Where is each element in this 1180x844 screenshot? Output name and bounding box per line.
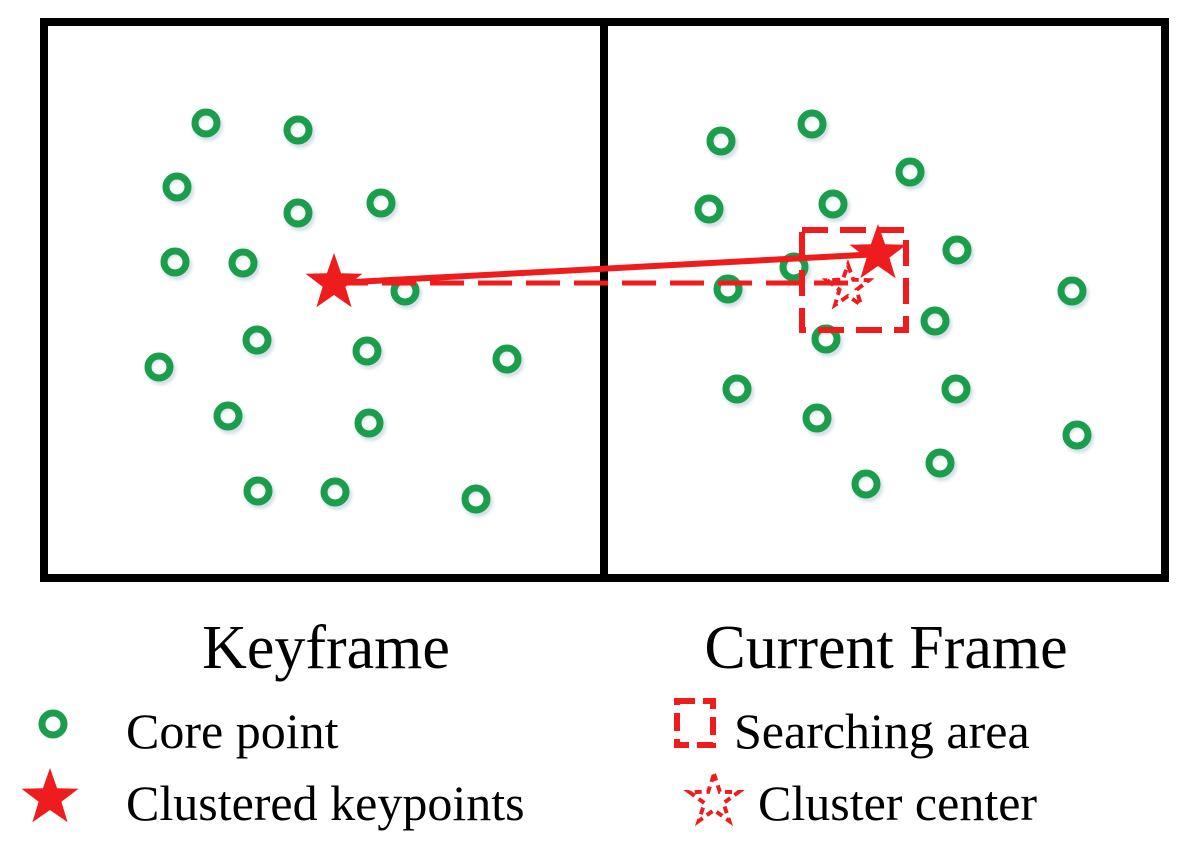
current-frame-core-point bbox=[942, 235, 972, 265]
current-frame-clustered-keypoints-star bbox=[849, 224, 907, 279]
keyframe-core-point bbox=[243, 476, 273, 506]
current-frame-core-point bbox=[1062, 420, 1092, 450]
current-frame-core-point bbox=[694, 194, 724, 224]
keyframe-core-point bbox=[283, 198, 313, 228]
current-frame-core-point bbox=[851, 469, 881, 499]
solid-correspondence-line bbox=[333, 251, 881, 286]
cluster-center-star bbox=[821, 259, 875, 310]
current-frame-core-points bbox=[694, 109, 1094, 502]
keyframe-core-point bbox=[283, 115, 313, 145]
keyframe-core-point bbox=[354, 408, 384, 438]
current-frame-core-point bbox=[797, 109, 827, 139]
current-frame-core-point bbox=[895, 157, 925, 187]
legend-clustered-keypoints-label: Clustered keypoints bbox=[126, 775, 525, 831]
current-frame-core-point bbox=[941, 374, 971, 404]
keyframe-core-point bbox=[160, 247, 190, 277]
keyframe-core-point bbox=[366, 188, 396, 218]
solid-star-icon bbox=[21, 768, 79, 823]
searching-area-box bbox=[799, 227, 909, 333]
frames bbox=[40, 18, 1169, 582]
keyframe-core-point bbox=[492, 344, 522, 374]
keyframe-clustered-keypoints-star bbox=[305, 253, 363, 308]
ring-circle-icon bbox=[38, 709, 68, 739]
current-frame-core-point bbox=[802, 403, 832, 433]
keyframe-core-point bbox=[144, 352, 174, 382]
keyframe-core-point bbox=[213, 401, 243, 431]
keyframe-core-points bbox=[144, 108, 524, 517]
keyframe-core-point bbox=[228, 248, 258, 278]
current-frame-core-point bbox=[722, 374, 752, 404]
keyframe-core-point bbox=[162, 172, 192, 202]
legend-searching-area: Searching area bbox=[674, 698, 1030, 759]
keyframe-core-point bbox=[320, 477, 350, 507]
current-frame-core-point bbox=[1057, 276, 1087, 306]
keyframe-core-point bbox=[461, 484, 491, 514]
legend-clustered-keypoints: Clustered keypoints bbox=[21, 768, 525, 831]
current-frame-core-point bbox=[920, 306, 950, 336]
keyframe-core-point bbox=[242, 325, 272, 355]
legend-searching-area-label: Searching area bbox=[734, 703, 1030, 759]
current-frame-core-point bbox=[818, 189, 848, 219]
legend-cluster-center: Cluster center bbox=[683, 767, 1037, 831]
dashed-star-icon bbox=[683, 767, 745, 827]
legend: Core point Clustered keypoints Searching… bbox=[21, 698, 1037, 831]
legend-cluster-center-label: Cluster center bbox=[758, 775, 1037, 831]
current-frame-panel bbox=[600, 18, 1169, 582]
current-frame-title: Current Frame bbox=[704, 614, 1067, 682]
current-frame-core-point bbox=[713, 274, 743, 304]
keyframe-title: Keyframe bbox=[202, 614, 450, 682]
legend-core-point-label: Core point bbox=[126, 703, 339, 759]
keyframe-core-point bbox=[191, 108, 221, 138]
dashed-rectangle-icon bbox=[674, 698, 716, 748]
current-frame-core-point bbox=[925, 448, 955, 478]
legend-core-point: Core point bbox=[38, 703, 339, 759]
current-frame-core-point bbox=[706, 126, 736, 156]
keyframe-core-point bbox=[352, 336, 382, 366]
